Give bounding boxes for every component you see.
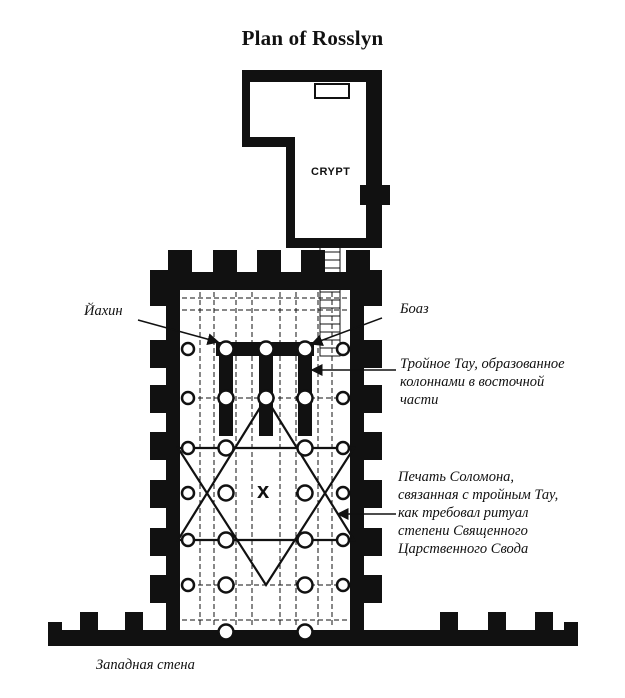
label-seal-of-solomon: Печать Соломона, связанная с тройным Тау… (398, 468, 558, 558)
east-buttress-1 (360, 340, 382, 368)
seal-line-5: Царственного Свода (398, 541, 529, 557)
label-west-wall: Западная стена (96, 657, 195, 673)
triple-tau-line-3: части (400, 392, 439, 408)
crypt-west-step (242, 137, 292, 147)
center-x-mark: x (257, 478, 270, 503)
east-buttress-5 (360, 528, 382, 556)
crypt-altar (314, 83, 350, 99)
crypt-label: CRYPT (311, 166, 351, 178)
leader-lines (137, 317, 396, 520)
seal-line-4: степени Священного (398, 523, 528, 539)
west-wall-pier-4 (488, 612, 506, 646)
tau-stem-middle (259, 342, 273, 436)
tau-stem-left (219, 342, 233, 436)
west-buttress-4 (150, 480, 172, 508)
crypt-south-wall (286, 238, 382, 248)
east-buttress-6 (360, 575, 382, 603)
north-buttress-3 (257, 250, 281, 290)
label-jachin: Йахин (84, 303, 123, 319)
boaz-leader (310, 317, 383, 346)
stair (319, 243, 341, 357)
crypt-east-wall-lower (366, 200, 382, 248)
triple-tau-line-1: Тройное Тау, образованное (400, 356, 565, 372)
wall-masses (48, 70, 578, 646)
north-buttress-4 (301, 250, 325, 290)
west-buttress-5 (150, 528, 172, 556)
page-title: Plan of Rosslyn (241, 26, 384, 50)
west-wall-pier-2 (125, 612, 143, 646)
jachin-leader (137, 319, 220, 346)
crypt-west-wall-lower (286, 137, 295, 242)
columns (180, 340, 351, 641)
west-wall-end-left (48, 622, 62, 646)
triple-tau-line-2: колоннами в восточной (400, 374, 545, 390)
east-buttress-3 (360, 432, 382, 460)
crypt-east-wall-upper (366, 70, 382, 190)
tau-stem-right (298, 342, 312, 436)
west-buttress-3 (150, 432, 172, 460)
seal-line-1: Печать Соломона, (398, 469, 515, 485)
west-wall-end-right (564, 622, 578, 646)
crypt-north-wall (242, 70, 382, 82)
west-buttress-1 (150, 340, 172, 368)
west-wall-pier-1 (80, 612, 98, 646)
ne-corner (360, 270, 382, 306)
west-wall-pier-5 (535, 612, 553, 646)
west-wall-pier-3 (440, 612, 458, 646)
seal-of-solomon (175, 395, 357, 588)
north-buttress-2 (213, 250, 237, 290)
seal-line-3: как требовал ритуал (398, 505, 529, 521)
east-buttress-2 (360, 385, 382, 413)
east-buttress-4 (360, 480, 382, 508)
label-triple-tau: Тройное Тау, образованное колоннами в во… (400, 355, 565, 409)
crypt-west-wall-upper (242, 70, 250, 145)
west-buttress-2 (150, 385, 172, 413)
west-buttress-6 (150, 575, 172, 603)
label-boaz: Боаз (400, 301, 429, 317)
seal-line-2: связанная с тройным Тау, (398, 487, 559, 503)
